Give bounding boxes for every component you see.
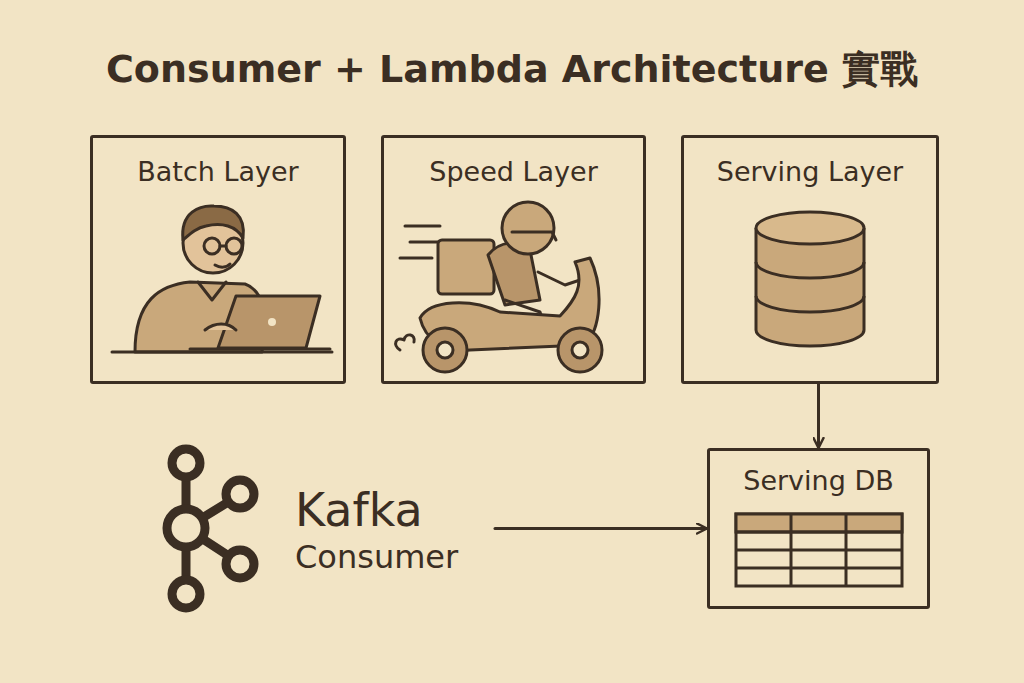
database-cylinder [756,212,864,346]
table-icon [736,514,902,586]
layer-box-label: Serving Layer [694,156,926,188]
layer-box: Speed Layer [381,135,646,384]
kafka-logo [167,449,254,608]
layer-box: Serving Layer [681,135,939,384]
layer-box: Batch Layer [90,135,346,384]
source-node: KafkaConsumer [155,445,495,613]
kafka-name-label: Kafka [295,483,485,538]
person-at-laptop [112,206,332,352]
flow-arrow [817,384,820,448]
db-box-label: Serving DB [720,465,917,497]
flow-arrow [495,527,707,530]
diagram-title: Consumer + Lambda Architecture 實戰 [0,44,1024,95]
layer-box: Serving DB [707,448,930,609]
kafka-subtitle-label: Consumer [295,538,485,576]
layer-box-label: Batch Layer [103,156,333,188]
layer-box-label: Speed Layer [394,156,633,188]
scooter-rider [396,202,602,372]
